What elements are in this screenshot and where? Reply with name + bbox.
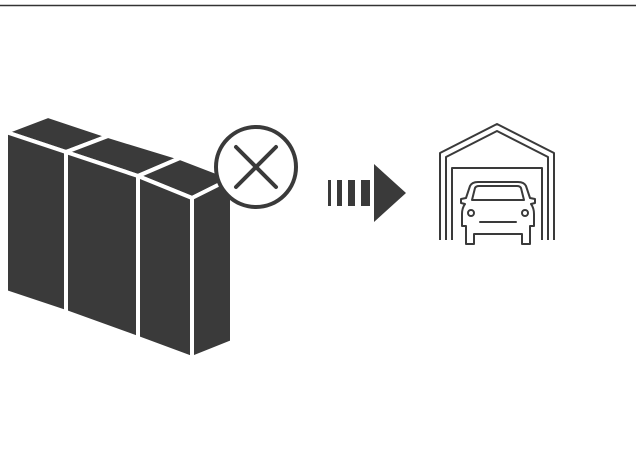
- arrow-right-icon: [328, 164, 406, 222]
- car-icon: [461, 182, 535, 244]
- prohibited-icon: [216, 127, 296, 207]
- barriers-icon: [6, 116, 232, 358]
- barrier-block-right: [138, 158, 232, 358]
